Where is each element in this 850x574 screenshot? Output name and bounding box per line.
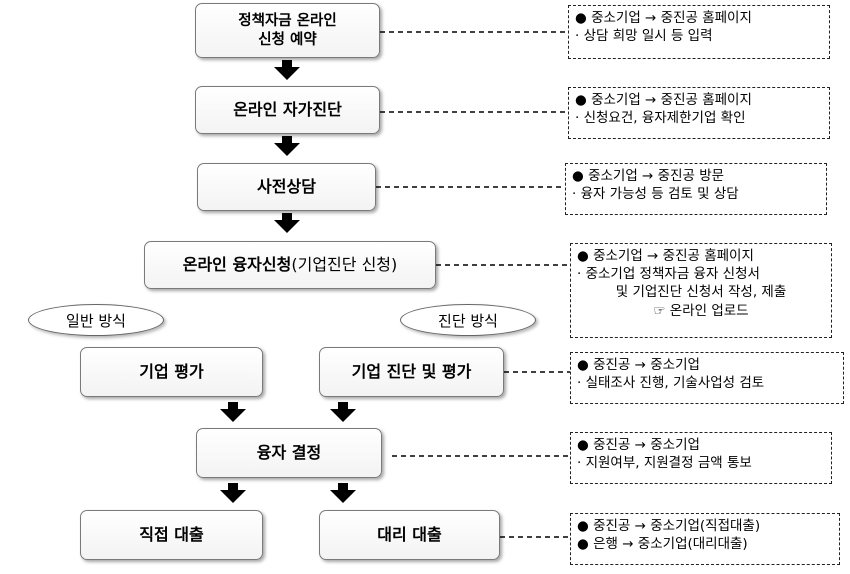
note-line: ● 중진공 → 중소기업(직접대출): [577, 518, 761, 534]
note-company-diagnosis: ● 중진공 → 중소기업 · 실태조사 진행, 기술사업성 검토: [570, 352, 844, 404]
down-arrow-5a: [220, 483, 246, 503]
step-loan-decision-label: 융자 결정: [256, 443, 322, 462]
step-loan-decision: 융자 결정: [196, 428, 382, 478]
note-online-loan-application: ● 중소기업 → 중진공 홈페이지 · 중소기업 정책자금 융자 신청서 및 기…: [570, 243, 832, 338]
step-online-reservation-line1: 정책자금 온라인: [238, 13, 337, 30]
step-online-loan-application: 온라인 융자신청(기업진단 신청): [144, 241, 436, 289]
note-loan-decision: ● 중진공 → 중소기업 · 지원여부, 지원결정 금액 통보: [570, 432, 832, 484]
step-company-evaluation-label: 기업 평가: [139, 362, 204, 381]
note-line: · 지원여부, 지원결정 금액 통보: [577, 455, 752, 472]
step-agency-loan: 대리 대출: [319, 510, 500, 560]
note-line: ● 중소기업 → 중진공 홈페이지: [577, 248, 754, 264]
step-company-diagnosis-evaluation-label: 기업 진단 및 평가: [351, 362, 472, 381]
tag-diagnosis-method: 진단 방식: [400, 304, 536, 336]
note-line: ● 중진공 → 중소기업: [577, 357, 700, 373]
note-line: ● 중진공 → 중소기업: [577, 437, 700, 453]
step-direct-loan-label: 직접 대출: [139, 525, 204, 544]
step-direct-loan: 직접 대출: [80, 510, 263, 560]
down-arrow-4a: [220, 402, 246, 422]
step-online-loan-application-sub: (기업진단 신청): [291, 255, 398, 274]
down-arrow-3: [274, 213, 300, 233]
step-online-reservation-line2: 신청 예약: [258, 31, 317, 48]
note-line: · 상담 희망 일시 등 입력: [575, 28, 713, 45]
note-line: ● 중소기업 → 중진공 홈페이지: [575, 10, 752, 26]
note-line: ● 은행 → 중소기업(대리대출): [577, 536, 748, 553]
note-loan-execution: ● 중진공 → 중소기업(직접대출) ● 은행 → 중소기업(대리대출): [570, 513, 840, 565]
note-line: ● 중소기업 → 중진공 방문: [572, 168, 725, 184]
step-self-diagnosis: 온라인 자가진단: [195, 86, 380, 134]
down-arrow-2: [274, 136, 300, 156]
down-arrow-1: [274, 60, 300, 80]
note-line: 및 기업진단 신청서 작성, 제출: [615, 284, 787, 301]
tag-general-method: 일반 방식: [28, 304, 164, 336]
step-company-diagnosis-evaluation: 기업 진단 및 평가: [319, 347, 504, 397]
down-arrow-4b: [330, 402, 356, 422]
note-line: ☞ 온라인 업로드: [653, 302, 749, 319]
note-self-diagnosis: ● 중소기업 → 중진공 홈페이지 · 신청요건, 융자제한기업 확인: [568, 87, 830, 139]
note-line: ● 중소기업 → 중진공 홈페이지: [575, 92, 752, 108]
note-line: · 융자 가능성 등 검토 및 상담: [572, 186, 739, 203]
step-online-reservation: 정책자금 온라인 신청 예약: [195, 3, 380, 58]
down-arrow-5b: [330, 483, 356, 503]
step-company-evaluation: 기업 평가: [80, 347, 263, 397]
tag-diagnosis-method-label: 진단 방식: [438, 311, 498, 330]
step-pre-consultation-label: 사전상담: [257, 177, 316, 196]
note-online-reservation: ● 중소기업 → 중진공 홈페이지 · 상담 희망 일시 등 입력: [568, 5, 830, 59]
note-line: · 중소기업 정책자금 융자 신청서: [577, 266, 760, 283]
step-agency-loan-label: 대리 대출: [377, 525, 442, 544]
step-self-diagnosis-label: 온라인 자가진단: [233, 100, 342, 119]
step-online-loan-application-main: 온라인 융자신청: [182, 255, 292, 274]
note-pre-consultation: ● 중소기업 → 중진공 방문 · 융자 가능성 등 검토 및 상담: [565, 163, 827, 215]
note-line: · 실태조사 진행, 기술사업성 검토: [577, 375, 765, 392]
note-line: · 신청요건, 융자제한기업 확인: [575, 110, 746, 127]
tag-general-method-label: 일반 방식: [66, 311, 126, 330]
step-pre-consultation: 사전상담: [197, 163, 376, 211]
